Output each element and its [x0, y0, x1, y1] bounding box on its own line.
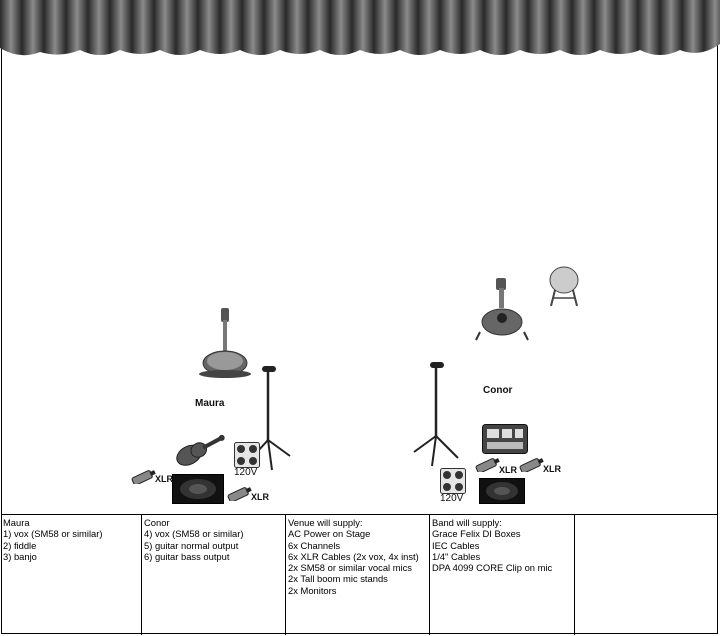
list-item: 2x Tall boom mic stands — [288, 573, 388, 585]
list-item: 6x Channels — [288, 539, 341, 551]
table-column: Conor 4) vox (SM58 or similar) 5) guitar… — [142, 515, 286, 635]
curtain-graphic — [0, 0, 720, 56]
power-label: 120V — [440, 493, 464, 504]
column-heading: Band will supply: — [432, 517, 502, 528]
xlr-label: XLR — [155, 474, 173, 484]
list-item: 6) guitar bass output — [144, 550, 230, 562]
xlr-label: XLR — [251, 492, 269, 502]
list-item: IEC Cables — [432, 539, 480, 551]
table-column: Band will supply: Grace Felix DI Boxes I… — [430, 515, 575, 635]
column-heading: Maura — [3, 517, 30, 528]
guitar-icon — [475, 278, 529, 341]
list-item: 4) vox (SM58 or similar) — [144, 528, 244, 540]
list-item: 2) fiddle — [3, 539, 37, 551]
list-item: AC Power on Stage — [288, 528, 371, 540]
table-column — [575, 515, 718, 635]
xlr-connector-icon — [475, 458, 500, 472]
list-item: 1) vox (SM58 or similar) — [3, 528, 103, 540]
list-item: 5) guitar normal output — [144, 539, 239, 551]
input-list-table: Maura 1) vox (SM58 or similar) 2) fiddle… — [1, 514, 718, 635]
banjo-icon — [199, 308, 251, 378]
xlr-label: XLR — [543, 464, 561, 474]
conor-label: Conor — [483, 385, 513, 396]
column-heading: Venue will supply: — [288, 517, 363, 528]
monitor-wedge-icon — [172, 474, 224, 504]
stool-icon — [549, 266, 579, 306]
xlr-connector-icon — [131, 470, 156, 484]
list-item: DPA 4099 CORE Clip on mic — [432, 562, 553, 574]
pedalboard-icon — [482, 424, 528, 454]
list-item: 2x Monitors — [288, 584, 337, 596]
column-heading: Conor — [144, 517, 170, 528]
list-item: Grace Felix DI Boxes — [432, 528, 521, 540]
power-label: 120V — [234, 467, 258, 478]
list-item: 1/4" Cables — [432, 550, 481, 562]
xlr-connector-icon — [227, 487, 252, 501]
list-item: 2x SM58 or similar vocal mics — [288, 562, 412, 574]
xlr-connector-icon — [519, 458, 544, 472]
mic-stand-icon — [413, 362, 459, 467]
maura-label: Maura — [195, 398, 225, 409]
table-column: Venue will supply: AC Power on Stage 6x … — [286, 515, 430, 635]
fiddle-icon — [176, 434, 225, 466]
monitor-wedge-icon — [479, 478, 525, 504]
list-item: 3) banjo — [3, 550, 37, 562]
power-outlet-icon — [440, 468, 466, 494]
xlr-label: XLR — [499, 465, 517, 475]
list-item: 6x XLR Cables (2x vox, 4x inst) — [288, 550, 419, 562]
power-outlet-icon — [234, 442, 260, 468]
table-column: Maura 1) vox (SM58 or similar) 2) fiddle… — [1, 515, 142, 635]
